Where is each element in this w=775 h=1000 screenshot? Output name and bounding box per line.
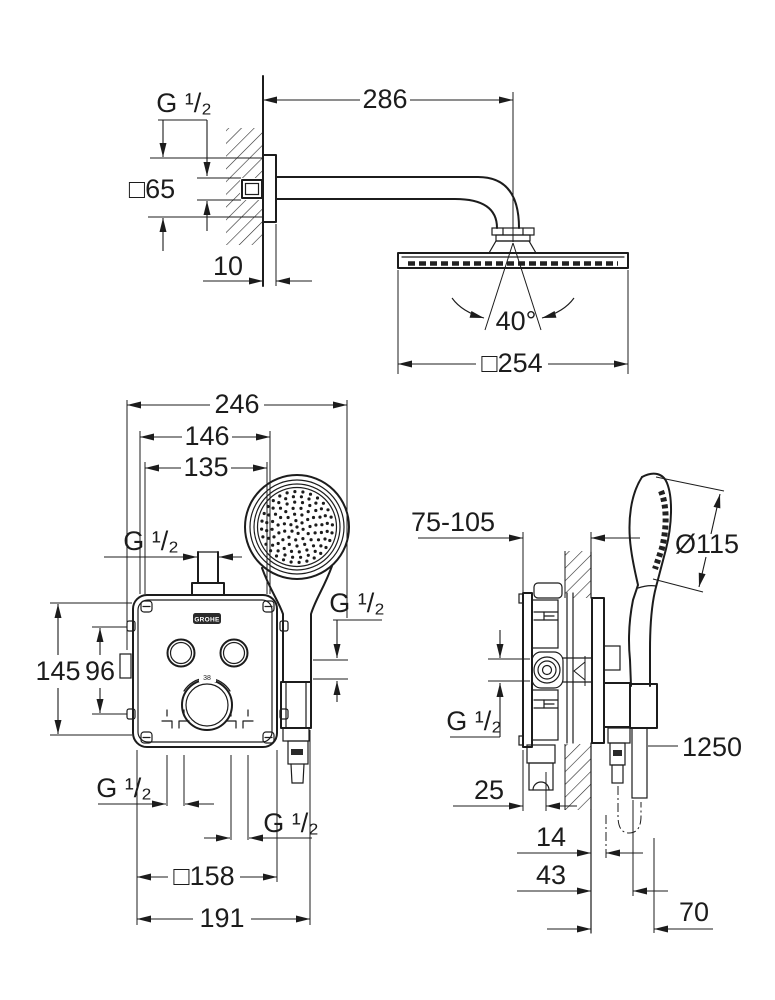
- hand-shower-holder-side: [607, 683, 658, 834]
- svg-text:75-105: 75-105: [411, 507, 495, 537]
- handle-right-edge: [310, 565, 333, 683]
- outlet-marks: [161, 709, 254, 729]
- svg-text:70: 70: [679, 897, 709, 927]
- side-port-bracket: [119, 653, 132, 679]
- finished-surface-mark-icon: [573, 656, 586, 686]
- control-button-right: [219, 638, 249, 668]
- svg-text:Ø115: Ø115: [675, 529, 739, 559]
- svg-text:G ¹/₂: G ¹/₂: [446, 706, 501, 736]
- dim-bottom-left-thread: G ¹/₂: [96, 773, 214, 808]
- svg-text:G ¹/₂: G ¹/₂: [329, 588, 384, 618]
- front-view: GROHE 38: [35, 389, 384, 933]
- dim-height-96: 96: [85, 626, 127, 715]
- svg-text:GROHE: GROHE: [194, 617, 220, 624]
- svg-text:145: 145: [35, 656, 80, 686]
- dim-supply-thread: G ¹/₂: [104, 526, 242, 561]
- svg-text:G ¹/₂: G ¹/₂: [96, 773, 151, 803]
- svg-text:G ¹/₂: G ¹/₂: [263, 808, 318, 838]
- svg-text:146: 146: [184, 421, 229, 451]
- hand-shower-side: [628, 472, 673, 687]
- svg-text:191: 191: [199, 903, 244, 933]
- svg-text:246: 246: [214, 389, 259, 419]
- control-knob-side: [603, 645, 621, 671]
- svg-text:□254: □254: [481, 348, 542, 378]
- dim-side-thread: G ¹/₂: [446, 630, 530, 738]
- svg-text:□158: □158: [173, 861, 234, 891]
- arm-flange: [262, 154, 277, 223]
- dim-width-135: 135: [144, 452, 268, 594]
- dim-bottom-right-thread: G ¹/₂: [204, 808, 319, 842]
- head-shower-view: 40° 286 G ¹/₂ □65: [129, 75, 629, 378]
- brand-logo: GROHE: [193, 613, 221, 624]
- dial-knob-side: [603, 682, 631, 728]
- dim-spray-angle: 40°: [496, 306, 537, 336]
- svg-text:25: 25: [474, 775, 504, 805]
- plate-screws-icon: [140, 600, 275, 744]
- thermostat-dial: 38: [181, 671, 233, 731]
- dim-arm-thread: G ¹/₂: [156, 88, 241, 231]
- svg-text:96: 96: [85, 656, 115, 686]
- dim-depth-43: 43: [517, 800, 668, 896]
- side-view: 75-105 Ø115 G ¹/₂ 1250: [411, 472, 742, 934]
- svg-text:10: 10: [213, 251, 243, 281]
- shower-arm: [275, 176, 520, 229]
- spray-face-dots-icon: [260, 490, 334, 565]
- dim-outlet-thread: G ¹/₂: [313, 588, 385, 702]
- dim-depth-70: 70: [547, 838, 713, 933]
- spray-face-side-icon: [652, 489, 669, 570]
- dial-temp-mark: 38: [203, 675, 211, 682]
- svg-text:1250: 1250: [682, 732, 742, 762]
- dim-width-146: 146: [139, 421, 271, 594]
- dim-overall-width: 246: [126, 389, 348, 650]
- svg-text:G ¹/₂: G ¹/₂: [156, 88, 211, 118]
- dim-flange-offset: 10: [203, 224, 312, 286]
- control-button-left: [166, 638, 196, 668]
- dim-depth-14: 14: [517, 815, 643, 858]
- thermostat-plate: GROHE 38: [119, 594, 289, 748]
- dim-width-191: 191: [137, 903, 310, 933]
- plate-side-tabs: [126, 620, 289, 720]
- dim-head-size: □254: [397, 270, 629, 378]
- hand-shower-front: [244, 474, 350, 784]
- dim-flange-size: □65: [129, 120, 262, 251]
- handle-left-edge: [261, 567, 284, 683]
- svg-text:G ¹/₂: G ¹/₂: [123, 526, 178, 556]
- dim-arm-length: 286: [263, 84, 513, 114]
- dim-depth-25: 25: [453, 750, 577, 811]
- svg-text:14: 14: [536, 822, 566, 852]
- dim-plate-size: □158: [137, 861, 277, 891]
- hose-loop-centerline: [617, 786, 642, 834]
- dim-hand-shower-diameter: Ø115: [652, 476, 739, 593]
- shower-hose: [631, 727, 648, 799]
- bottom-extension-lines: [136, 730, 311, 925]
- svg-text:135: 135: [183, 452, 228, 482]
- dim-install-depth: 75-105: [411, 507, 640, 592]
- svg-text:43: 43: [536, 860, 566, 890]
- cover-plate-side: [591, 597, 605, 744]
- head-shower: [397, 252, 629, 269]
- side-port: [531, 651, 564, 689]
- dim-hose-length: 1250: [648, 732, 742, 762]
- wall-hatch-side-icon: [564, 551, 592, 934]
- svg-text:□65: □65: [129, 174, 175, 204]
- svg-text:286: 286: [362, 84, 407, 114]
- supply-pipe: [191, 551, 225, 596]
- dim-height-145: 145: [35, 602, 132, 736]
- concealed-valve-body: [518, 582, 593, 791]
- hand-shower-holder-front: [280, 681, 312, 784]
- spray-cone: 40°: [451, 242, 575, 336]
